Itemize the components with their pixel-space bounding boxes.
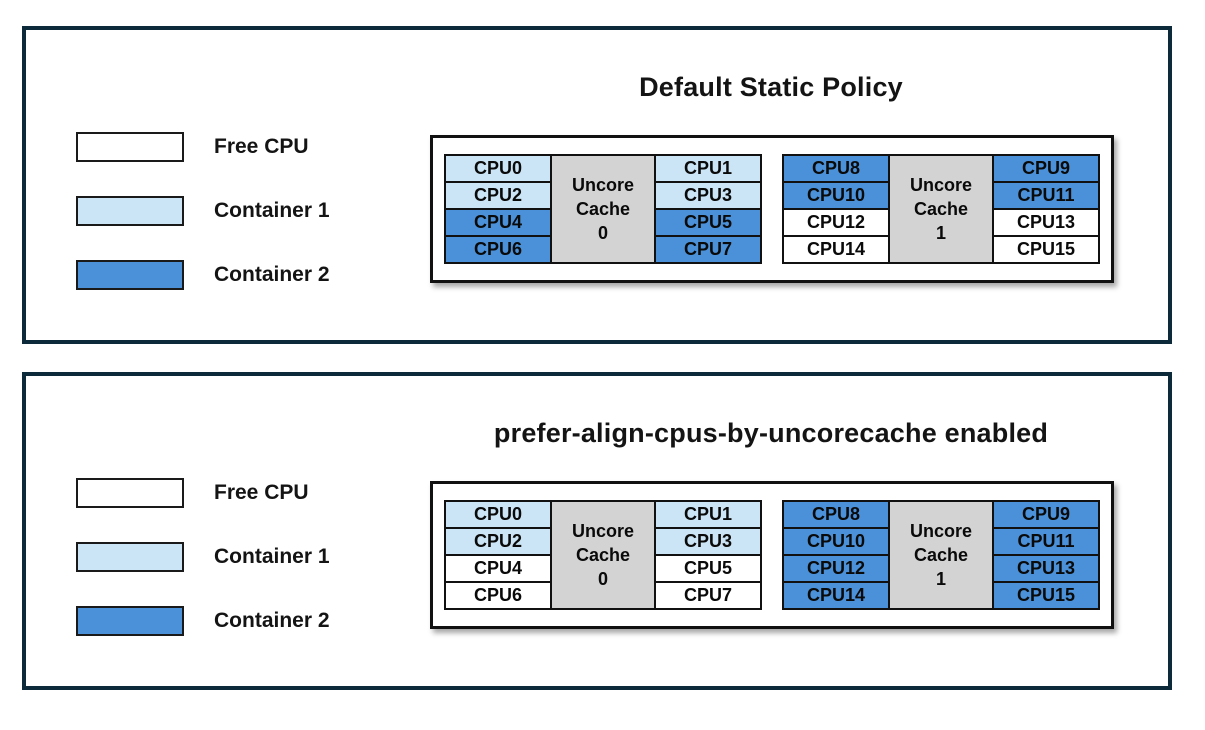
cpu-cell: CPU1 bbox=[654, 154, 762, 183]
uncore-cache-1-group: CPU8 CPU10 CPU12 CPU14 Uncore Cache 1 CP… bbox=[782, 154, 1100, 264]
cache-label-line: 0 bbox=[597, 569, 608, 590]
cpu-cell: CPU4 bbox=[444, 208, 552, 237]
cpu-cell: CPU14 bbox=[782, 235, 890, 264]
cpu-cell: CPU8 bbox=[782, 500, 890, 529]
cpu-topology-diagram: CPU0 CPU2 CPU4 CPU6 Uncore Cache 0 CPU1 … bbox=[430, 135, 1114, 283]
cache-label-line: Cache bbox=[575, 198, 631, 219]
cpu-cell: CPU11 bbox=[992, 527, 1100, 556]
legend-swatch-free-cpu bbox=[76, 132, 184, 162]
cpu-cell: CPU5 bbox=[654, 554, 762, 583]
legend-label: Container 2 bbox=[214, 263, 330, 286]
cpu-cell: CPU2 bbox=[444, 181, 552, 210]
cpu-cell: CPU12 bbox=[782, 208, 890, 237]
cache-label-line: 0 bbox=[597, 223, 608, 244]
cache-label-line: Cache bbox=[913, 198, 969, 219]
legend-item-container-2: Container 2 bbox=[76, 260, 330, 290]
cpu-cell: CPU15 bbox=[992, 235, 1100, 264]
legend-swatch-container-1 bbox=[76, 542, 184, 572]
cache-label-line: 1 bbox=[935, 569, 946, 590]
cpu-cell: CPU9 bbox=[992, 500, 1100, 529]
cpu-cell: CPU3 bbox=[654, 181, 762, 210]
cpu-column-left: CPU0 CPU2 CPU4 CPU6 bbox=[444, 154, 552, 264]
legend-item-container-1: Container 1 bbox=[76, 196, 330, 226]
legend-label: Free CPU bbox=[214, 135, 309, 158]
legend-label: Container 2 bbox=[214, 609, 330, 632]
cpu-column-right: CPU1 CPU3 CPU5 CPU7 bbox=[654, 154, 762, 264]
cpu-cell: CPU7 bbox=[654, 581, 762, 610]
panel-title: Default Static Policy bbox=[639, 72, 903, 102]
cpu-column-left: CPU8 CPU10 CPU12 CPU14 bbox=[782, 154, 890, 264]
legend-swatch-container-1 bbox=[76, 196, 184, 226]
cache-label-line: Uncore bbox=[571, 520, 634, 541]
cpu-cell: CPU8 bbox=[782, 154, 890, 183]
legend-label: Container 1 bbox=[214, 199, 330, 222]
cache-label-line: Cache bbox=[575, 544, 631, 565]
uncore-cache-0-group: CPU0 CPU2 CPU4 CPU6 Uncore Cache 0 CPU1 … bbox=[444, 154, 762, 264]
panel-default-static-policy: Default Static Policy Free CPU Container… bbox=[22, 26, 1172, 344]
cpu-cell: CPU13 bbox=[992, 208, 1100, 237]
cpu-column-right: CPU9 CPU11 CPU13 CPU15 bbox=[992, 500, 1100, 610]
cache-label-line: 1 bbox=[935, 223, 946, 244]
cpu-cell: CPU3 bbox=[654, 527, 762, 556]
cpu-cell: CPU9 bbox=[992, 154, 1100, 183]
cpu-cell: CPU13 bbox=[992, 554, 1100, 583]
cpu-cell: CPU4 bbox=[444, 554, 552, 583]
cache-label-line: Uncore bbox=[571, 174, 634, 195]
cpu-cell: CPU7 bbox=[654, 235, 762, 264]
cpu-cell: CPU5 bbox=[654, 208, 762, 237]
cpu-column-left: CPU0 CPU2 CPU4 CPU6 bbox=[444, 500, 552, 610]
legend-item-free-cpu: Free CPU bbox=[76, 478, 330, 508]
panel-title: prefer-align-cpus-by-uncorecache enabled bbox=[493, 418, 1049, 448]
cpu-cell: CPU15 bbox=[992, 581, 1100, 610]
legend-label: Container 1 bbox=[214, 545, 330, 568]
cache-label-line: Cache bbox=[913, 544, 969, 565]
uncore-cache-1-box: Uncore Cache 1 bbox=[888, 154, 994, 264]
legend: Free CPU Container 1 Container 2 bbox=[76, 478, 330, 636]
uncore-cache-1-box: Uncore Cache 1 bbox=[888, 500, 994, 610]
cpu-cell: CPU6 bbox=[444, 581, 552, 610]
cache-label-line: Uncore bbox=[909, 174, 972, 195]
uncore-cache-0-group: CPU0 CPU2 CPU4 CPU6 Uncore Cache 0 CPU1 … bbox=[444, 500, 762, 610]
cpu-cell: CPU0 bbox=[444, 500, 552, 529]
legend-item-container-1: Container 1 bbox=[76, 542, 330, 572]
cpu-column-right: CPU1 CPU3 CPU5 CPU7 bbox=[654, 500, 762, 610]
uncore-cache-0-box: Uncore Cache 0 bbox=[550, 154, 656, 264]
cpu-cell: CPU14 bbox=[782, 581, 890, 610]
legend-item-free-cpu: Free CPU bbox=[76, 132, 330, 162]
cpu-topology-diagram: CPU0 CPU2 CPU4 CPU6 Uncore Cache 0 CPU1 … bbox=[430, 481, 1114, 629]
cpu-cell: CPU10 bbox=[782, 527, 890, 556]
cpu-cell: CPU12 bbox=[782, 554, 890, 583]
legend-swatch-container-2 bbox=[76, 606, 184, 636]
cpu-cell: CPU6 bbox=[444, 235, 552, 264]
cpu-cell: CPU0 bbox=[444, 154, 552, 183]
uncore-cache-1-group: CPU8 CPU10 CPU12 CPU14 Uncore Cache 1 CP… bbox=[782, 500, 1100, 610]
legend-label: Free CPU bbox=[214, 481, 309, 504]
cpu-column-left: CPU8 CPU10 CPU12 CPU14 bbox=[782, 500, 890, 610]
panel-prefer-align-cpus-by-uncorecache: prefer-align-cpus-by-uncorecache enabled… bbox=[22, 372, 1172, 690]
cache-label-line: Uncore bbox=[909, 520, 972, 541]
cpu-cell: CPU10 bbox=[782, 181, 890, 210]
cpu-cell: CPU11 bbox=[992, 181, 1100, 210]
legend: Free CPU Container 1 Container 2 bbox=[76, 132, 330, 290]
cpu-cell: CPU1 bbox=[654, 500, 762, 529]
legend-swatch-free-cpu bbox=[76, 478, 184, 508]
legend-swatch-container-2 bbox=[76, 260, 184, 290]
uncore-cache-0-box: Uncore Cache 0 bbox=[550, 500, 656, 610]
cpu-cell: CPU2 bbox=[444, 527, 552, 556]
cpu-column-right: CPU9 CPU11 CPU13 CPU15 bbox=[992, 154, 1100, 264]
legend-item-container-2: Container 2 bbox=[76, 606, 330, 636]
